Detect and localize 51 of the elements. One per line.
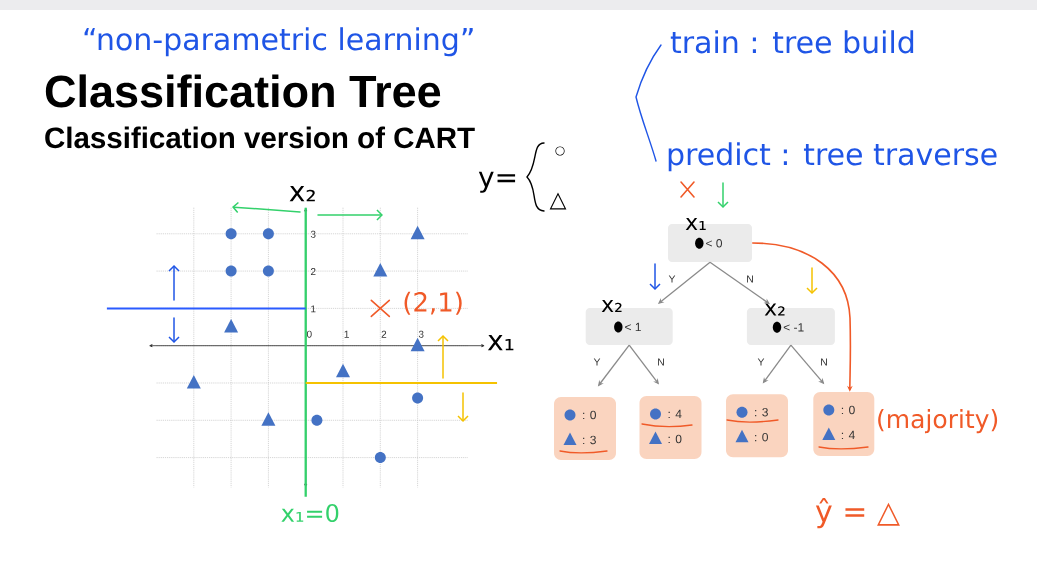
handwritten-note: predict : tree traverse xyxy=(668,142,997,172)
decision-box xyxy=(746,303,835,345)
handwritten-note: “non-parametric learning” xyxy=(84,27,473,57)
leaf-box xyxy=(639,396,702,459)
axis-label: x₁ xyxy=(487,335,514,351)
arrow xyxy=(762,344,792,384)
tick-label: 2 xyxy=(310,268,316,276)
variable-label: x₂ xyxy=(601,300,622,312)
leaf-box xyxy=(813,392,875,456)
edge-label: N xyxy=(745,274,755,284)
title: Classification Tree xyxy=(45,74,441,108)
arrow xyxy=(709,261,770,305)
variable-label: x₂ xyxy=(764,303,785,316)
decision-box xyxy=(585,300,673,345)
count-text: : 4 xyxy=(668,409,682,419)
prediction-text: ŷ = △ xyxy=(815,497,900,529)
line-label: x₁=0 xyxy=(281,503,339,523)
edge-label: Y xyxy=(667,274,677,284)
class-symbol: ○ xyxy=(555,146,565,156)
condition-text: < -1 xyxy=(783,323,804,332)
tick-label: 1 xyxy=(344,330,349,338)
subtitle: Classification version of CART xyxy=(45,126,475,149)
condition-text: < 1 xyxy=(625,322,641,332)
count-text: : 0 xyxy=(755,432,768,442)
tick-label: 3 xyxy=(418,330,424,338)
tick-label: 3 xyxy=(310,230,316,238)
count-text: : 0 xyxy=(668,434,682,444)
leaf-box xyxy=(554,397,616,460)
edge-label: N xyxy=(656,357,666,367)
equation-text: y= xyxy=(478,171,516,193)
count-text: : 0 xyxy=(583,410,596,420)
axis-label: x₂ xyxy=(289,186,315,202)
edge-label: Y xyxy=(592,357,602,367)
class-symbol: △ xyxy=(549,192,567,210)
decision-box xyxy=(668,218,752,262)
annotation-text: (majority) xyxy=(878,409,998,434)
count-text: : 3 xyxy=(755,407,768,417)
count-text: : 4 xyxy=(841,430,855,440)
point-label: (2,1) xyxy=(404,291,462,315)
variable-label: x₁ xyxy=(685,218,706,230)
tick-label: 0 xyxy=(306,330,312,338)
traversal-arrow xyxy=(751,242,853,392)
count-text: : 0 xyxy=(841,405,855,415)
condition-text: < 0 xyxy=(706,239,723,248)
edge-label: N xyxy=(819,357,829,367)
tick-label: 1 xyxy=(311,305,316,313)
count-text: : 3 xyxy=(583,435,596,445)
handwritten-note: train : tree build xyxy=(670,30,914,54)
tick-label: 2 xyxy=(381,330,387,338)
edge-label: Y xyxy=(756,357,766,367)
leaf-box xyxy=(726,394,788,458)
